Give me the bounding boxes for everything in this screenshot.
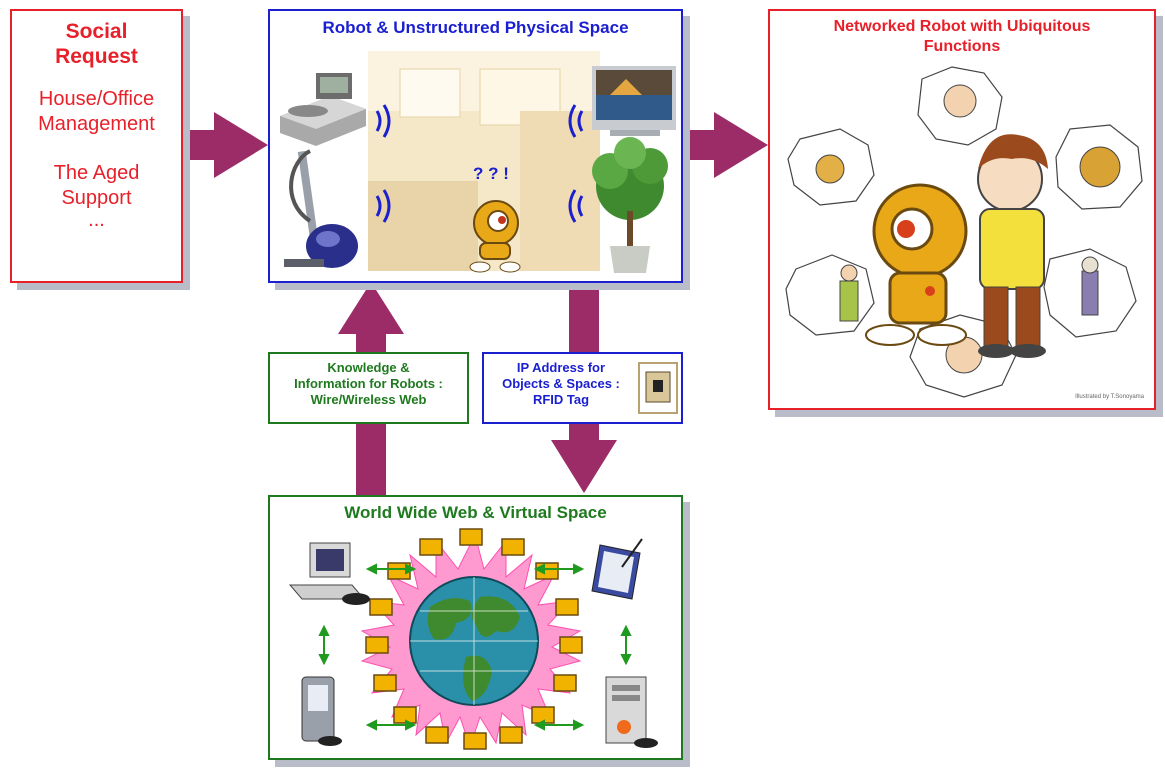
pda-icon xyxy=(301,676,342,746)
social-request-items: House/Office Management The Aged Support… xyxy=(12,87,181,231)
boy-character-icon xyxy=(977,134,1048,358)
web-node-icons xyxy=(365,528,583,750)
www-scene xyxy=(288,528,658,750)
globe-icon xyxy=(409,576,539,706)
request-item: ... xyxy=(88,209,105,231)
social-request-title: Social Request xyxy=(12,19,181,69)
vacuum-cleaner-icon xyxy=(284,149,358,268)
ip-label-line3: RFID Tag xyxy=(532,392,590,407)
knowledge-label-line3: Wire/Wireless Web xyxy=(310,392,427,407)
arrow-space-to-robot xyxy=(683,112,768,178)
arrow-request-to-space xyxy=(183,112,268,178)
request-item: The Aged xyxy=(53,162,140,184)
wireless-wave-icon xyxy=(375,104,584,223)
ip-label-text: IP Address for Objects & Spaces : RFID T… xyxy=(486,360,636,408)
knowledge-label-line2: Information for Robots : xyxy=(294,376,443,391)
telephone-icon xyxy=(280,73,366,146)
networked-robot-title: Networked Robot with Ubiquitous Function… xyxy=(770,17,1154,57)
rfid-tag-icon xyxy=(638,362,678,414)
desktop-computer-icon xyxy=(288,542,370,605)
television-icon xyxy=(592,66,676,136)
tablet-pc-icon xyxy=(591,538,643,600)
connection-arrow-icons xyxy=(318,563,632,731)
robot-thought: ? ? ! xyxy=(473,164,509,183)
plant-icon xyxy=(592,137,668,273)
social-request-title-line1: Social xyxy=(65,20,128,43)
networked-robot-box: Networked Robot with Ubiquitous Function… xyxy=(768,9,1156,410)
request-item: House/Office xyxy=(38,88,155,110)
ip-label-line2: Objects & Spaces : xyxy=(502,376,620,391)
social-request-box: Social Request House/Office Management T… xyxy=(10,9,183,283)
vignette-panel xyxy=(785,254,875,336)
www-box: World Wide Web & Virtual Space xyxy=(268,495,683,760)
networked-robot-title-line2: Functions xyxy=(923,38,1001,55)
illustration-credit: Illustrated by T.Sonoyama xyxy=(1075,394,1144,400)
www-title: World Wide Web & Virtual Space xyxy=(344,503,607,522)
ip-label-box: IP Address for Objects & Spaces : RFID T… xyxy=(482,352,683,424)
server-icon xyxy=(605,676,658,748)
networked-robot-character-icon xyxy=(865,183,968,346)
knowledge-label-line1: Knowledge & xyxy=(327,360,410,375)
physical-space-box: Robot & Unstructured Physical Space xyxy=(268,9,683,283)
ip-label-line1: IP Address for xyxy=(516,360,606,375)
networked-robot-title-line1: Networked Robot with Ubiquitous xyxy=(833,18,1091,35)
social-request-title-line2: Request xyxy=(55,45,138,68)
robot-character-icon xyxy=(469,200,521,273)
physical-space-scene xyxy=(280,51,676,273)
networked-robot-illustration xyxy=(785,66,1143,398)
knowledge-label-box: Knowledge & Information for Robots : Wir… xyxy=(268,352,469,424)
request-item: Management xyxy=(38,113,155,135)
physical-space-title: Robot & Unstructured Physical Space xyxy=(322,18,629,37)
request-item: Support xyxy=(61,187,132,209)
